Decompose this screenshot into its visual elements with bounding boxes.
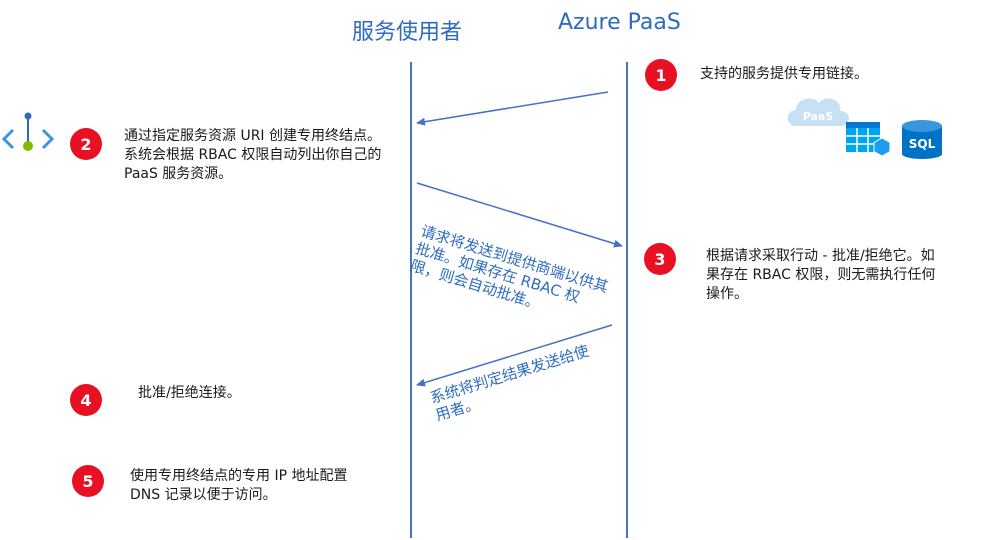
sql-database-icon: SQL bbox=[902, 120, 942, 159]
step-5-text: 使用专用终结点的专用 IP 地址配置 DNS 记录以便于访问。 bbox=[130, 468, 348, 503]
paas-cloud-label: PaaS bbox=[803, 110, 834, 123]
service-icons: PaaS SQL bbox=[787, 98, 942, 159]
paas-cloud-icon: PaaS bbox=[787, 98, 849, 126]
sql-label: SQL bbox=[909, 137, 936, 151]
arrow-1-to-consumer bbox=[416, 91, 609, 126]
step-2-text: 通过指定服务资源 URI 创建专用终结点。系统会根据 RBAC 权限自动列出你自… bbox=[124, 128, 382, 182]
consumer-column-title: 服务使用者 bbox=[352, 20, 463, 45]
step-2-badge: 2 bbox=[70, 128, 102, 160]
provider-column-title: Azure PaaS bbox=[558, 10, 681, 35]
arrow-3-to-consumer bbox=[416, 324, 613, 387]
step-1-badge: 1 bbox=[645, 59, 677, 91]
storage-table-icon bbox=[846, 122, 891, 157]
private-link-icon bbox=[1, 112, 55, 151]
step-5-badge: 5 bbox=[72, 465, 104, 497]
step-1-text: 支持的服务提供专用链接。 bbox=[700, 66, 868, 82]
arrow-2-to-provider bbox=[416, 182, 623, 248]
step-4-badge: 4 bbox=[70, 384, 102, 416]
step-4-text: 批准/拒绝连接。 bbox=[138, 385, 241, 401]
step-3-badge: 3 bbox=[644, 243, 676, 275]
step-3-text: 根据请求采取行动 - 批准/拒绝它。如果存在 RBAC 权限，则无需执行任何操作… bbox=[706, 248, 936, 302]
